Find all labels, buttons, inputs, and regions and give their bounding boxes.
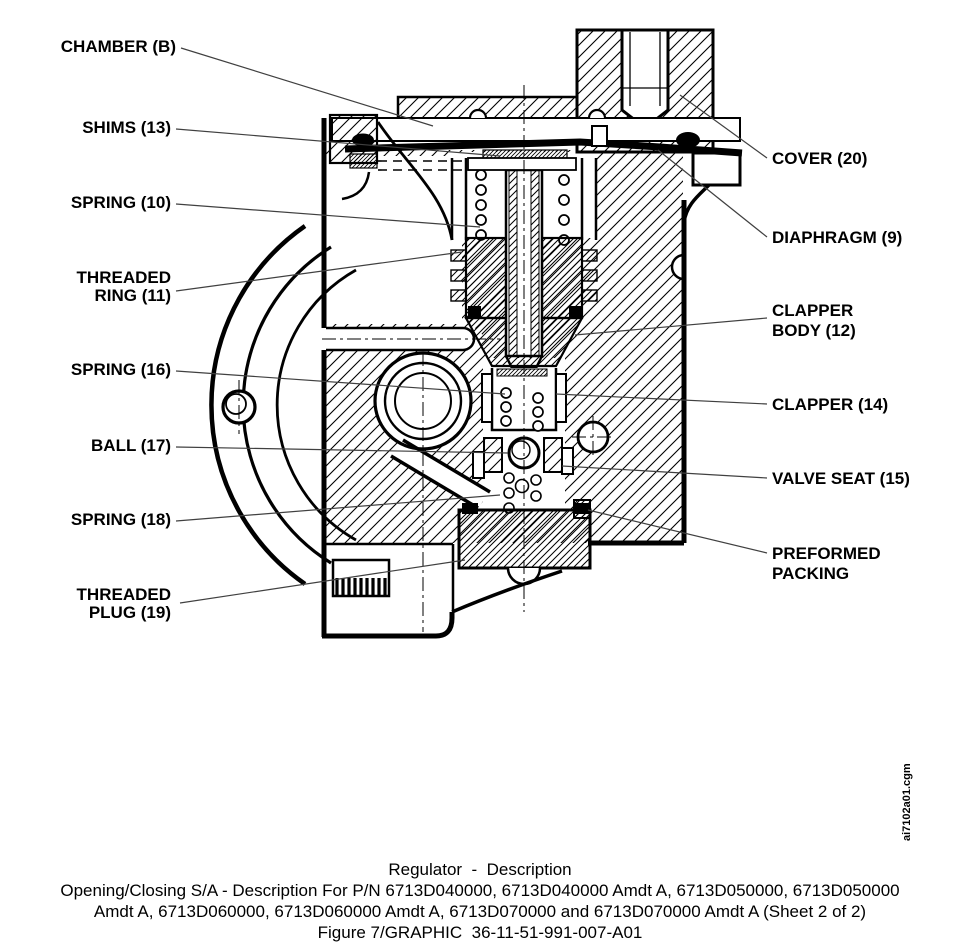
body-channel <box>322 326 500 352</box>
callout-preformed-packing-l2: PACKING <box>772 564 849 583</box>
caption-figure-number: Figure 7/GRAPHIC 36-11-51-991-007-A01 <box>318 923 643 942</box>
leader-chamber-b <box>180 47 434 127</box>
leader-spring-16 <box>175 370 506 395</box>
leader-cover-20 <box>679 94 768 159</box>
leader-spring-10 <box>175 203 481 228</box>
valve-body-part <box>326 150 696 543</box>
callout-spring-10: SPRING (10) <box>71 193 171 212</box>
regulator-cross-section <box>209 28 743 639</box>
leader-shims-13 <box>175 128 501 157</box>
ring-seal-left <box>468 306 481 317</box>
spring-16-part <box>500 387 544 432</box>
callout-clapper-body-12-l2: BODY (12) <box>772 321 856 340</box>
callout-threaded-ring-11-l2: RING (11) <box>94 286 171 305</box>
callout-spring-18: SPRING (18) <box>71 510 171 529</box>
spring-18-part <box>503 472 542 514</box>
ring-seal-right <box>569 306 582 317</box>
callout-labels: CHAMBER (B) SHIMS (13) SPRING (10) THREA… <box>61 37 910 622</box>
knurl-pattern <box>335 578 387 595</box>
centerlines <box>422 85 525 632</box>
callout-shims-13: SHIMS (13) <box>82 118 171 137</box>
leader-spring-18 <box>175 494 501 522</box>
flange-bolt-hole <box>221 380 257 434</box>
callout-diaphragm-9: DIAPHRAGM (9) <box>772 228 902 247</box>
housing-outline <box>321 118 687 639</box>
leader-clapper-14 <box>555 393 768 405</box>
caption-partnumbers-2: Amdt A, 6713D060000, 6713D060000 Amdt A,… <box>94 902 866 921</box>
callout-preformed-packing-l1: PREFORMED <box>772 544 881 563</box>
leader-ball-17 <box>175 446 509 454</box>
callout-clapper-body-12-l1: CLAPPER <box>772 301 853 320</box>
callout-threaded-plug-19-l2: PLUG (19) <box>89 603 171 622</box>
leader-diaphragm-9 <box>657 149 768 238</box>
leader-clapper-body-12 <box>574 317 768 336</box>
leader-valve-seat-15 <box>561 465 768 479</box>
diaphragm-pin <box>591 125 608 147</box>
cover-bracket <box>691 151 742 187</box>
diaphragm-oring-right <box>676 132 700 148</box>
stem-part <box>467 157 577 370</box>
callout-clapper-14: CLAPPER (14) <box>772 395 888 414</box>
graphic-filename-watermark: ai7102a01.cgm <box>901 763 913 841</box>
cover-bolt-part <box>620 28 670 130</box>
diaphragm-oring-left <box>352 133 374 147</box>
leader-threaded-plug-19 <box>179 559 466 604</box>
leader-preformed-packing <box>587 509 768 554</box>
callout-valve-seat-15: VALVE SEAT (15) <box>772 469 910 488</box>
callout-threaded-ring-11-l1: THREADED <box>77 268 171 287</box>
callout-threaded-plug-19-l1: THREADED <box>77 585 171 604</box>
callout-ball-17: BALL (17) <box>91 436 171 455</box>
callout-cover-20: COVER (20) <box>772 149 867 168</box>
leader-threaded-ring-11 <box>175 251 463 292</box>
diagonal-passage <box>390 438 491 510</box>
callout-spring-16: SPRING (16) <box>71 360 171 379</box>
cover-plate-part <box>331 95 742 223</box>
caption-title: Regulator - Description <box>388 860 571 879</box>
callout-chamber-b: CHAMBER (B) <box>61 37 176 56</box>
caption-partnumbers-1: Opening/Closing S/A - Description For P/… <box>60 881 899 900</box>
leader-lines <box>175 47 768 604</box>
diaphragm-part <box>344 125 743 157</box>
figure-caption: Regulator - Description Opening/Closing … <box>60 860 899 942</box>
shims-part <box>349 149 568 171</box>
drilled-hole <box>572 416 614 458</box>
